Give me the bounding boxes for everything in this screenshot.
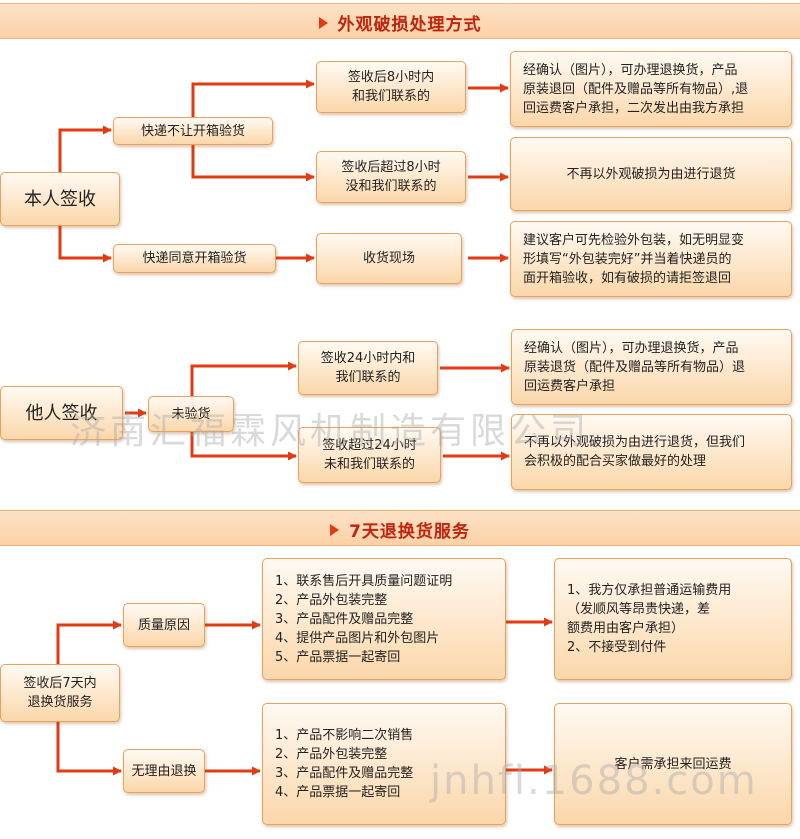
triangle-icon bbox=[318, 17, 328, 29]
section-title: 7天退换货服务 bbox=[349, 522, 470, 542]
section-title: 外观破损处理方式 bbox=[337, 15, 482, 35]
node-other-sign: 他人签收 bbox=[0, 386, 123, 440]
node-quality-reason: 质量原因 bbox=[123, 603, 205, 647]
node-result-refund: 经确认（图片），可办理退换货，产品 原装退回（配件及赠品等所有物品）,退 回运费… bbox=[510, 51, 792, 127]
node-noreason-conditions: 1、产品不影响二次销售 2、产品外包装完整 3、产品配件及赠品完整 4、产品票据… bbox=[262, 703, 506, 825]
triangle-icon bbox=[330, 524, 340, 536]
node-within-24h: 签收24小时内和 我们联系的 bbox=[298, 341, 438, 395]
node-courier-no-inspect: 快递不让开箱验货 bbox=[113, 117, 273, 145]
watermark-company: 济南汇福霖风机制造有限公司 bbox=[70, 411, 591, 452]
node-7day-start: 签收后7天内 退换货服务 bbox=[0, 664, 120, 722]
node-self-sign: 本人签收 bbox=[0, 172, 120, 226]
node-within-8h: 签收后8小时内 和我们联系的 bbox=[316, 61, 466, 113]
node-not-inspected: 未验货 bbox=[148, 396, 234, 432]
node-quality-result: 1、我方仅承担普通运输费用 （发顺风等昂贵快递，差 额费用由客户承担） 2、不接… bbox=[554, 558, 792, 680]
node-result-inspect: 建议客户可先检验外包装，如无明显变 形填写“外包装完好”并当着快递员的 面开箱验… bbox=[510, 221, 792, 297]
node-noreason-result: 客户需承担来回运费 bbox=[554, 703, 792, 825]
node-result-no-return: 不再以外观破损为由进行退货 bbox=[510, 137, 792, 211]
node-no-reason: 无理由退换 bbox=[123, 749, 205, 793]
node-on-site: 收货现场 bbox=[316, 233, 462, 284]
node-courier-inspect: 快递同意开箱验货 bbox=[113, 244, 276, 273]
node-over-24h: 签收超过24小时 未和我们联系的 bbox=[298, 427, 441, 483]
section-banner-7day: 7天退换货服务 bbox=[0, 510, 800, 546]
section-banner-damage: 外观破损处理方式 bbox=[0, 3, 800, 39]
node-over-8h: 签收后超过8小时 没和我们联系的 bbox=[316, 151, 466, 203]
watermark-site: jnhfl.1688.com bbox=[430, 758, 758, 804]
node-result2-refund: 经确认（图片），可办理退换货，产品 原装退货（配件及赠品等所有物品）退 回运费客… bbox=[511, 329, 792, 405]
node-quality-conditions: 1、联系售后开具质量问题证明 2、产品外包装完整 3、产品配件及赠品完整 4、提… bbox=[262, 558, 506, 680]
node-result2-cooperate: 不再以外观破损为由进行退货，但我们 会积极的配合买家做最好的处理 bbox=[511, 414, 792, 490]
